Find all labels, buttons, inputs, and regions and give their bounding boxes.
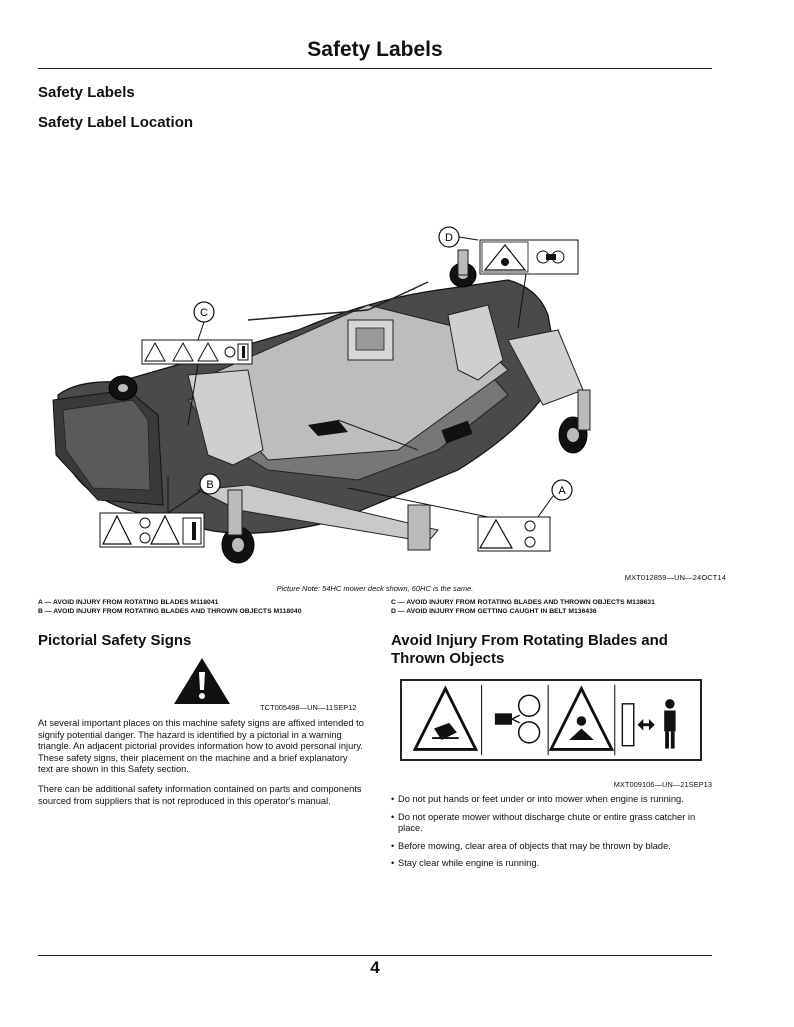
page-title: Safety Labels [307, 38, 443, 61]
warning-triangle-icon [174, 658, 230, 704]
decal-b [99, 512, 205, 548]
callout-a: A [347, 479, 573, 518]
rotating-heading: Avoid Injury From Rotating Blades and Th… [391, 632, 668, 667]
footer-rule [38, 955, 712, 956]
rotating-blades-decal [400, 679, 702, 761]
rotating-blade-icon [494, 694, 541, 744]
list-item: Do not operate mower without discharge c… [391, 812, 721, 835]
callout-b: B [167, 473, 221, 514]
decal-d [479, 239, 579, 275]
header-rule [38, 68, 712, 69]
rotating-image-id: MXT009106—UN—21SEP13 [613, 780, 712, 789]
pictorial-heading: Pictorial Safety Signs [38, 632, 192, 649]
rotating-bullet-list: Do not put hands or feet under or into m… [391, 794, 721, 876]
legend-item-c: C — AVOID INJURY FROM ROTATING BLADES AN… [391, 599, 655, 606]
callout-c: C [187, 301, 215, 426]
pictorial-paragraph-1: At several important places on this mach… [38, 718, 364, 774]
list-item: Stay clear while engine is running. [391, 858, 721, 870]
thrown-object-icon [548, 685, 615, 751]
callout-a-label: A [558, 485, 566, 497]
figure-note: Picture Note: 54HC mower deck shown, 60H… [276, 584, 474, 593]
callout-d: D [438, 226, 527, 329]
decal-a [477, 516, 551, 552]
hand-hazard-icon [412, 685, 479, 751]
callout-b-label: B [206, 479, 213, 491]
legend-left: A — AVOID INJURY FROM ROTATING BLADES M1… [38, 599, 301, 616]
mower-deck-illustration: D C B A [52, 226, 591, 564]
legend-item-b: B — AVOID INJURY FROM ROTATING BLADES AN… [38, 607, 302, 615]
decal-c [141, 339, 253, 365]
list-item: Do not put hands or feet under or into m… [391, 794, 721, 806]
callout-d-label: D [445, 232, 453, 244]
legend-item-a: A — AVOID INJURY FROM ROTATING BLADES M1… [38, 599, 219, 606]
figure-id: MXT012859—UN—24OCT14 [624, 573, 726, 582]
callout-c-label: C [200, 307, 208, 319]
legend-right: C — AVOID INJURY FROM ROTATING BLADES AN… [391, 599, 655, 616]
legend-item-d: D — AVOID INJURY FROM GETTING CAUGHT IN … [391, 607, 597, 615]
section-subheading: Safety Label Location [38, 114, 194, 131]
pictorial-paragraph-2: There can be additional safety informati… [38, 784, 362, 806]
list-item: Before mowing, clear area of objects tha… [391, 841, 721, 853]
pictorial-image-id: TCT005498—UN—11SEP12 [260, 703, 357, 712]
section-heading: Safety Labels [38, 84, 135, 101]
page-number: 4 [370, 958, 380, 977]
keep-away-icon [621, 699, 676, 749]
